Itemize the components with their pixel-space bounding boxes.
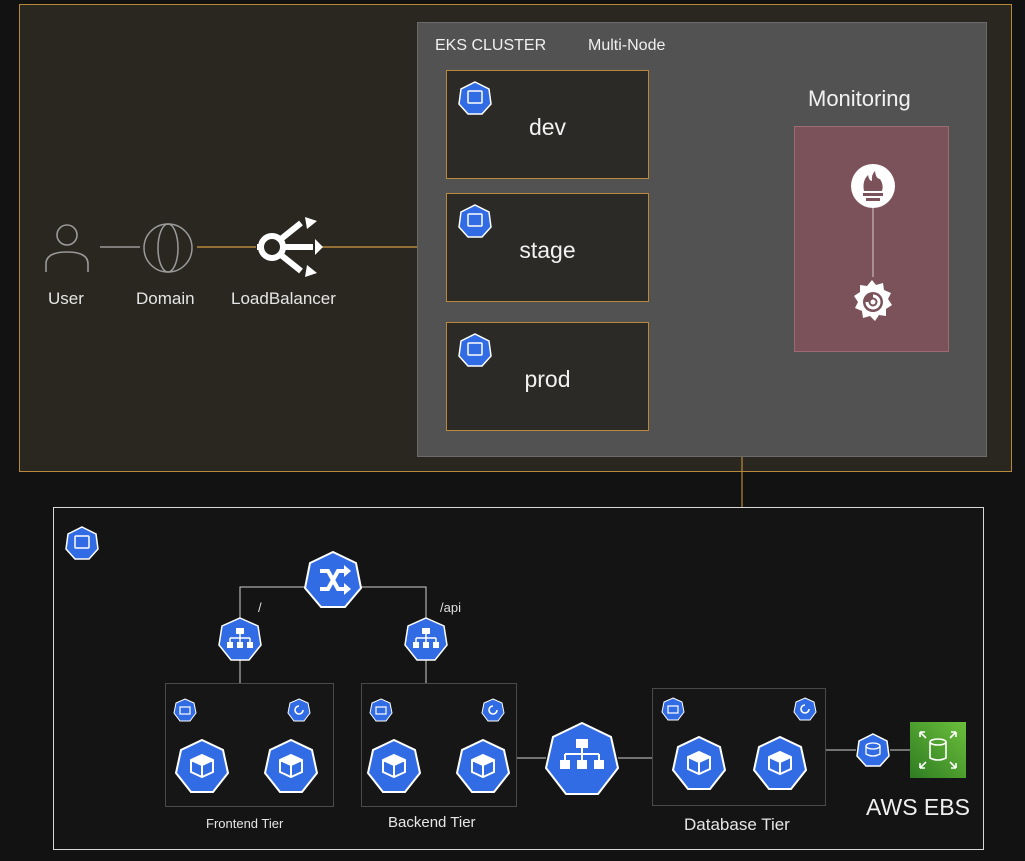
- monitoring-panel: [794, 126, 949, 352]
- backend-tier-label: Backend Tier: [388, 814, 476, 831]
- monitoring-title: Monitoring: [808, 86, 911, 111]
- load-balancer-icon: [255, 215, 323, 284]
- replicaset-icon: [793, 697, 817, 726]
- env-box-dev: dev: [446, 70, 649, 179]
- namespace-icon: [458, 204, 492, 243]
- env-label: prod: [524, 366, 571, 392]
- pod-icon: [752, 735, 808, 795]
- prometheus-icon: [850, 163, 896, 214]
- persistent-volume-claim-icon: [856, 733, 890, 772]
- grafana-icon: [848, 277, 896, 330]
- database-tier-box: [652, 688, 826, 806]
- namespace-icon: [458, 333, 492, 372]
- replicaset-icon: [481, 698, 505, 727]
- statefulset-icon: [661, 697, 685, 726]
- pod-icon: [455, 738, 511, 798]
- env-label: stage: [519, 237, 576, 263]
- database-tier-label: Database Tier: [684, 815, 790, 834]
- pod-icon: [174, 738, 230, 798]
- user-icon: [44, 222, 90, 279]
- route-root-label: /: [258, 600, 262, 615]
- aws-ebs-icon: [910, 722, 966, 783]
- backend-tier-box: [361, 683, 517, 807]
- env-box-prod: prod: [446, 322, 649, 431]
- deployment-icon: [173, 698, 197, 727]
- route-api-label: /api: [440, 600, 461, 615]
- database-service-icon: [544, 721, 620, 801]
- frontend-service-icon: [218, 617, 262, 666]
- load-balancer-label: LoadBalancer: [231, 289, 336, 308]
- env-label: dev: [528, 114, 567, 140]
- pod-icon: [263, 738, 319, 798]
- namespace-icon: [458, 81, 492, 120]
- user-label: User: [48, 289, 84, 308]
- deployment-icon: [369, 698, 393, 727]
- frontend-tier-box: [165, 683, 334, 807]
- replicaset-icon: [287, 698, 311, 727]
- ingress-icon: [303, 550, 363, 614]
- domain-label: Domain: [136, 289, 195, 308]
- pod-icon: [671, 735, 727, 795]
- domain-globe-icon: [140, 222, 196, 279]
- backend-service-icon: [404, 617, 448, 666]
- env-box-stage: stage: [446, 193, 649, 302]
- namespace-icon: [65, 526, 99, 565]
- frontend-tier-label: Frontend Tier: [206, 816, 284, 831]
- aws-ebs-label: AWS EBS: [866, 794, 970, 820]
- cluster-subtitle: Multi-Node: [588, 37, 666, 54]
- cluster-title: EKS CLUSTER: [435, 37, 547, 54]
- pod-icon: [366, 738, 422, 798]
